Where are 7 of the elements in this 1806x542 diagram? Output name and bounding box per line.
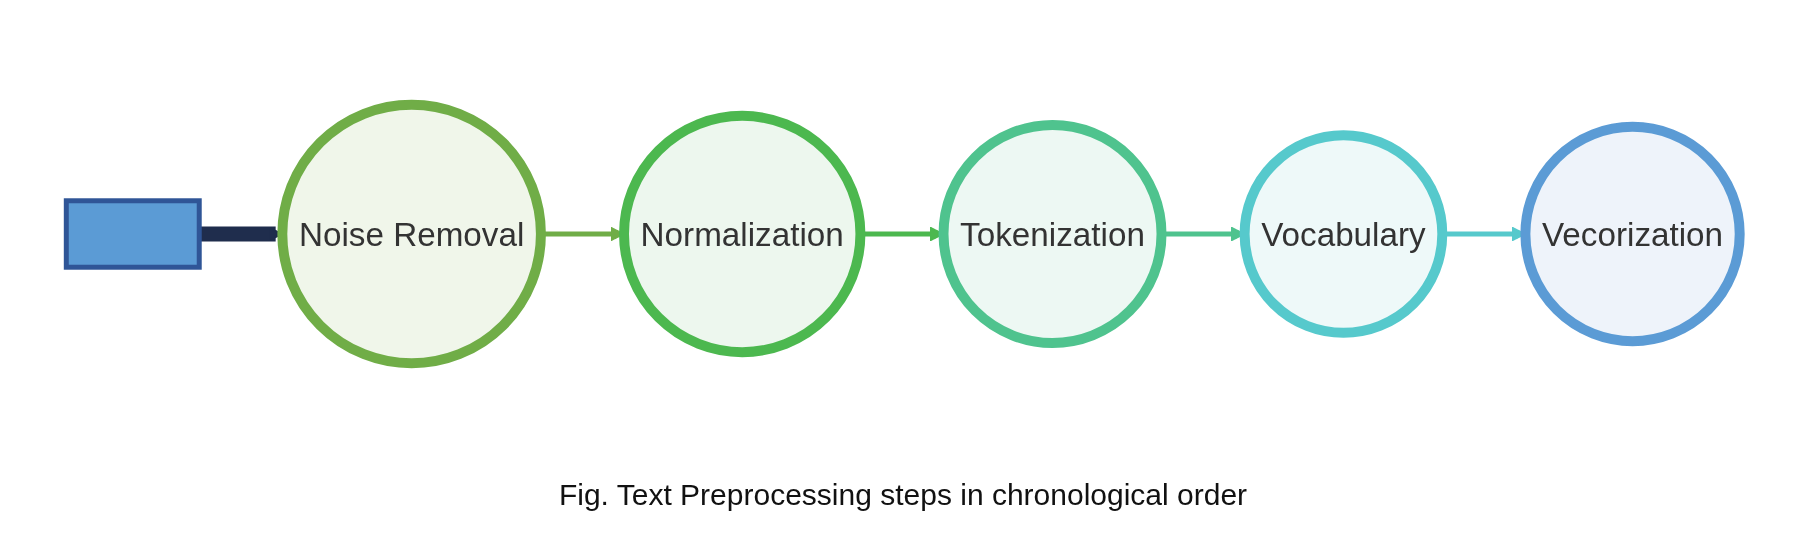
figure-caption: Fig. Text Preprocessing steps in chronological order bbox=[558, 478, 1248, 512]
node-circle: Tokenization bbox=[938, 120, 1167, 348]
node-circle: Vecorization bbox=[1520, 121, 1745, 347]
node-circle: Noise Removal bbox=[277, 99, 546, 369]
node-circle: Vocabulary bbox=[1239, 130, 1448, 338]
node-picture bbox=[63, 198, 202, 270]
node-circle: Normalization bbox=[619, 110, 866, 358]
